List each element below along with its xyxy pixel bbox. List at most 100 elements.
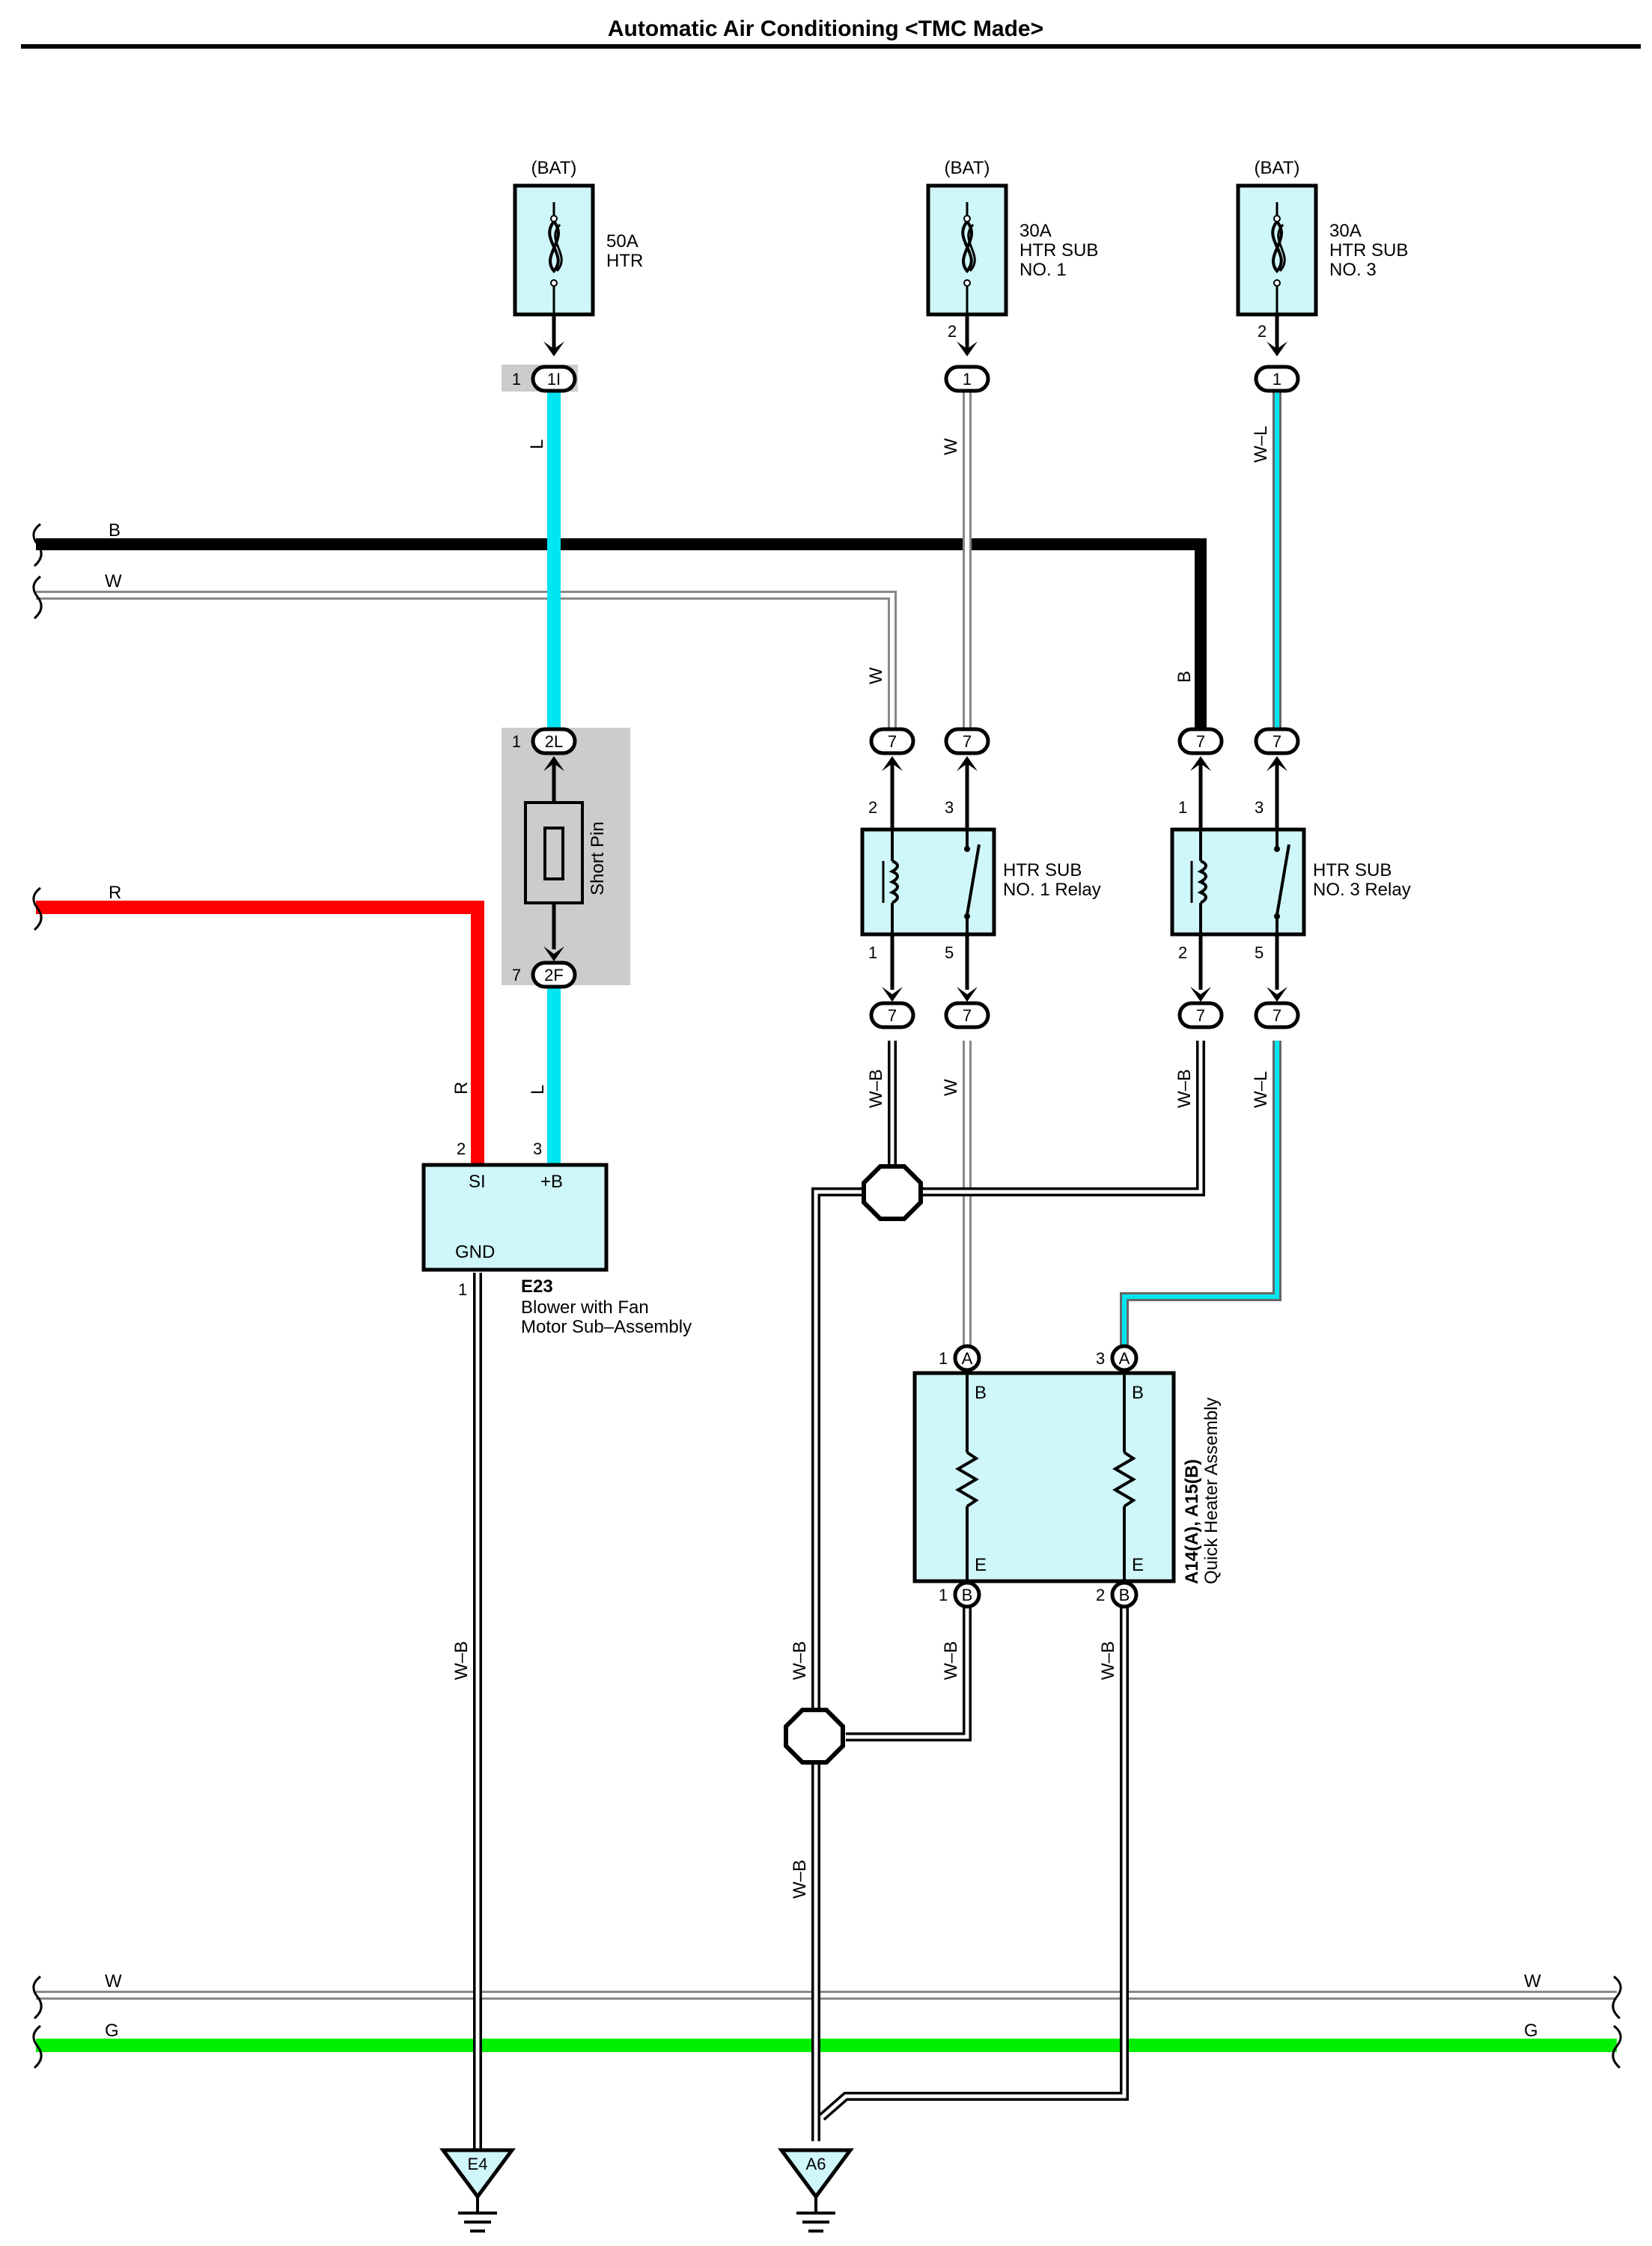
connector-1I: 1I 1 bbox=[512, 365, 577, 393]
svg-text:7: 7 bbox=[888, 1006, 897, 1025]
fuse-name: HTR bbox=[606, 251, 643, 271]
svg-text:7: 7 bbox=[512, 966, 521, 984]
svg-text:1: 1 bbox=[1178, 798, 1187, 817]
blower-term-gnd: GND bbox=[455, 1242, 495, 1262]
page-title: Automatic Air Conditioning <TMC Made> bbox=[608, 16, 1043, 41]
wire-label-WB-main-upper: W–B bbox=[790, 1641, 810, 1680]
relay-coil-icon bbox=[1197, 859, 1207, 904]
wire-label-W-bus-drop: W bbox=[866, 667, 886, 684]
heater-term-b1: B bbox=[975, 1383, 987, 1403]
junction-upper bbox=[862, 1164, 923, 1221]
blower-name-2: Motor Sub–Assembly bbox=[521, 1317, 692, 1337]
fuse-30A-htr-sub-no3: (BAT) 30A HTR SUB NO. 3 bbox=[1236, 158, 1408, 317]
resistor-icon bbox=[955, 1451, 979, 1508]
wire-label-WB-main-lower: W–B bbox=[790, 1860, 810, 1899]
bus-label-W-lower-right: W bbox=[1524, 1971, 1541, 1991]
svg-text:2: 2 bbox=[457, 1139, 466, 1158]
heater-name: Quick Heater Assembly bbox=[1201, 1398, 1222, 1584]
fuse-element-icon bbox=[548, 220, 560, 274]
svg-text:E4: E4 bbox=[468, 2155, 488, 2173]
svg-text:1: 1 bbox=[939, 1586, 948, 1604]
fuse-name-2: NO. 3 bbox=[1329, 260, 1377, 280]
wire-label-WB-heater-B2: W–B bbox=[1098, 1641, 1118, 1680]
connector-row-7-bottom: 7 7 7 7 bbox=[869, 1001, 1300, 1029]
svg-text:1: 1 bbox=[939, 1349, 948, 1368]
svg-text:1: 1 bbox=[868, 943, 877, 962]
wire-label-WB-blower: W–B bbox=[451, 1641, 472, 1680]
blower-term-si: SI bbox=[469, 1172, 486, 1192]
connector-fuse3-1: 1 bbox=[1254, 365, 1300, 393]
bus-label-W: W bbox=[105, 571, 122, 591]
wire-label-R: R bbox=[451, 1082, 472, 1095]
svg-text:5: 5 bbox=[945, 943, 954, 962]
connector-2L: 2L 1 bbox=[512, 727, 577, 755]
ground-a6: A6 bbox=[778, 2148, 854, 2233]
relay-name-1: HTR SUB bbox=[1003, 860, 1082, 880]
wire-label-W-fuse2: W bbox=[941, 438, 961, 455]
relay-htr-sub-no1: 2 3 1 5 HTR SUB NO. 1 Relay bbox=[860, 756, 1101, 1002]
svg-text:7: 7 bbox=[963, 1006, 972, 1025]
fuse-element-icon bbox=[961, 220, 973, 274]
relay-name-2: NO. 3 Relay bbox=[1313, 880, 1411, 900]
svg-text:A: A bbox=[962, 1349, 973, 1368]
heater-term-b2: B bbox=[1132, 1383, 1144, 1403]
svg-text:1I: 1I bbox=[547, 370, 561, 389]
wire-R bbox=[36, 901, 484, 1165]
svg-text:1: 1 bbox=[512, 732, 521, 751]
fuse-rating: 30A bbox=[1329, 221, 1362, 241]
wire-label-L-top: L bbox=[527, 439, 547, 449]
relay-name-2: NO. 1 Relay bbox=[1003, 880, 1101, 900]
relay-switch-icon bbox=[966, 844, 981, 916]
svg-text:2: 2 bbox=[868, 798, 877, 817]
heater-term-e1: E bbox=[975, 1555, 987, 1575]
svg-text:2: 2 bbox=[1096, 1586, 1105, 1604]
svg-text:5: 5 bbox=[1255, 943, 1264, 962]
wire-label-WL-fuse3: W–L bbox=[1251, 426, 1271, 463]
connector-2F: 2F 7 bbox=[512, 961, 577, 989]
connector-fuse2-1: 1 bbox=[944, 365, 990, 393]
fuse-name-1: HTR SUB bbox=[1329, 240, 1408, 261]
wire-label-WL-relay3: W–L bbox=[1251, 1071, 1271, 1108]
relay-name-1: HTR SUB bbox=[1313, 860, 1392, 880]
svg-text:1: 1 bbox=[458, 1280, 467, 1299]
wire-label-WB-heater-B1: W–B bbox=[941, 1641, 961, 1680]
pin-fuse3-2: 2 bbox=[1258, 322, 1267, 341]
short-pin-shade bbox=[502, 728, 630, 985]
relay-coil-icon bbox=[889, 859, 899, 904]
quick-heater-assembly: A 1 A 3 B B E E B 1 B 2 A14(A), A15(B) Q… bbox=[912, 1344, 1222, 1609]
svg-text:7: 7 bbox=[1272, 732, 1281, 751]
heater-id: A14(A), A15(B) bbox=[1182, 1459, 1202, 1584]
svg-text:A6: A6 bbox=[806, 2155, 826, 2173]
fuse-source: (BAT) bbox=[531, 158, 577, 178]
svg-text:3: 3 bbox=[945, 798, 954, 817]
ground-e4: E4 bbox=[439, 2148, 516, 2233]
svg-text:7: 7 bbox=[888, 732, 897, 751]
fuse-source: (BAT) bbox=[945, 158, 990, 178]
blower-name-1: Blower with Fan bbox=[521, 1297, 649, 1318]
pin-fuse2-2: 2 bbox=[948, 322, 957, 341]
svg-text:3: 3 bbox=[533, 1139, 542, 1158]
svg-text:1: 1 bbox=[512, 370, 521, 389]
svg-text:7: 7 bbox=[1272, 1006, 1281, 1025]
fuse-drop-arrows bbox=[543, 314, 1287, 356]
svg-text:B: B bbox=[1119, 1586, 1130, 1604]
relay-htr-sub-no3: 1 3 2 5 HTR SUB NO. 3 Relay bbox=[1170, 756, 1411, 1002]
wire-label-L-lower: L bbox=[528, 1085, 548, 1095]
short-pin-label: Short Pin bbox=[588, 821, 608, 895]
heater-term-e2: E bbox=[1132, 1555, 1144, 1575]
bus-label-R: R bbox=[109, 883, 121, 903]
short-pin: Short Pin bbox=[524, 756, 608, 961]
svg-text:2F: 2F bbox=[544, 966, 564, 984]
bus-label-G-lower-right: G bbox=[1524, 2021, 1538, 2041]
bus-label-B: B bbox=[109, 520, 121, 541]
wire-W-bus bbox=[36, 591, 897, 728]
connector-row-7-top: 7 7 7 7 bbox=[869, 727, 1300, 755]
fuse-rating: 50A bbox=[606, 231, 638, 252]
wire-label-WB-relay1: W–B bbox=[866, 1069, 886, 1108]
wire-label-W-relay1: W bbox=[941, 1079, 961, 1096]
junction-lower bbox=[784, 1708, 845, 1765]
svg-text:7: 7 bbox=[1196, 732, 1205, 751]
bus-break-marks bbox=[32, 523, 1622, 2069]
resistor-icon bbox=[1112, 1451, 1136, 1508]
